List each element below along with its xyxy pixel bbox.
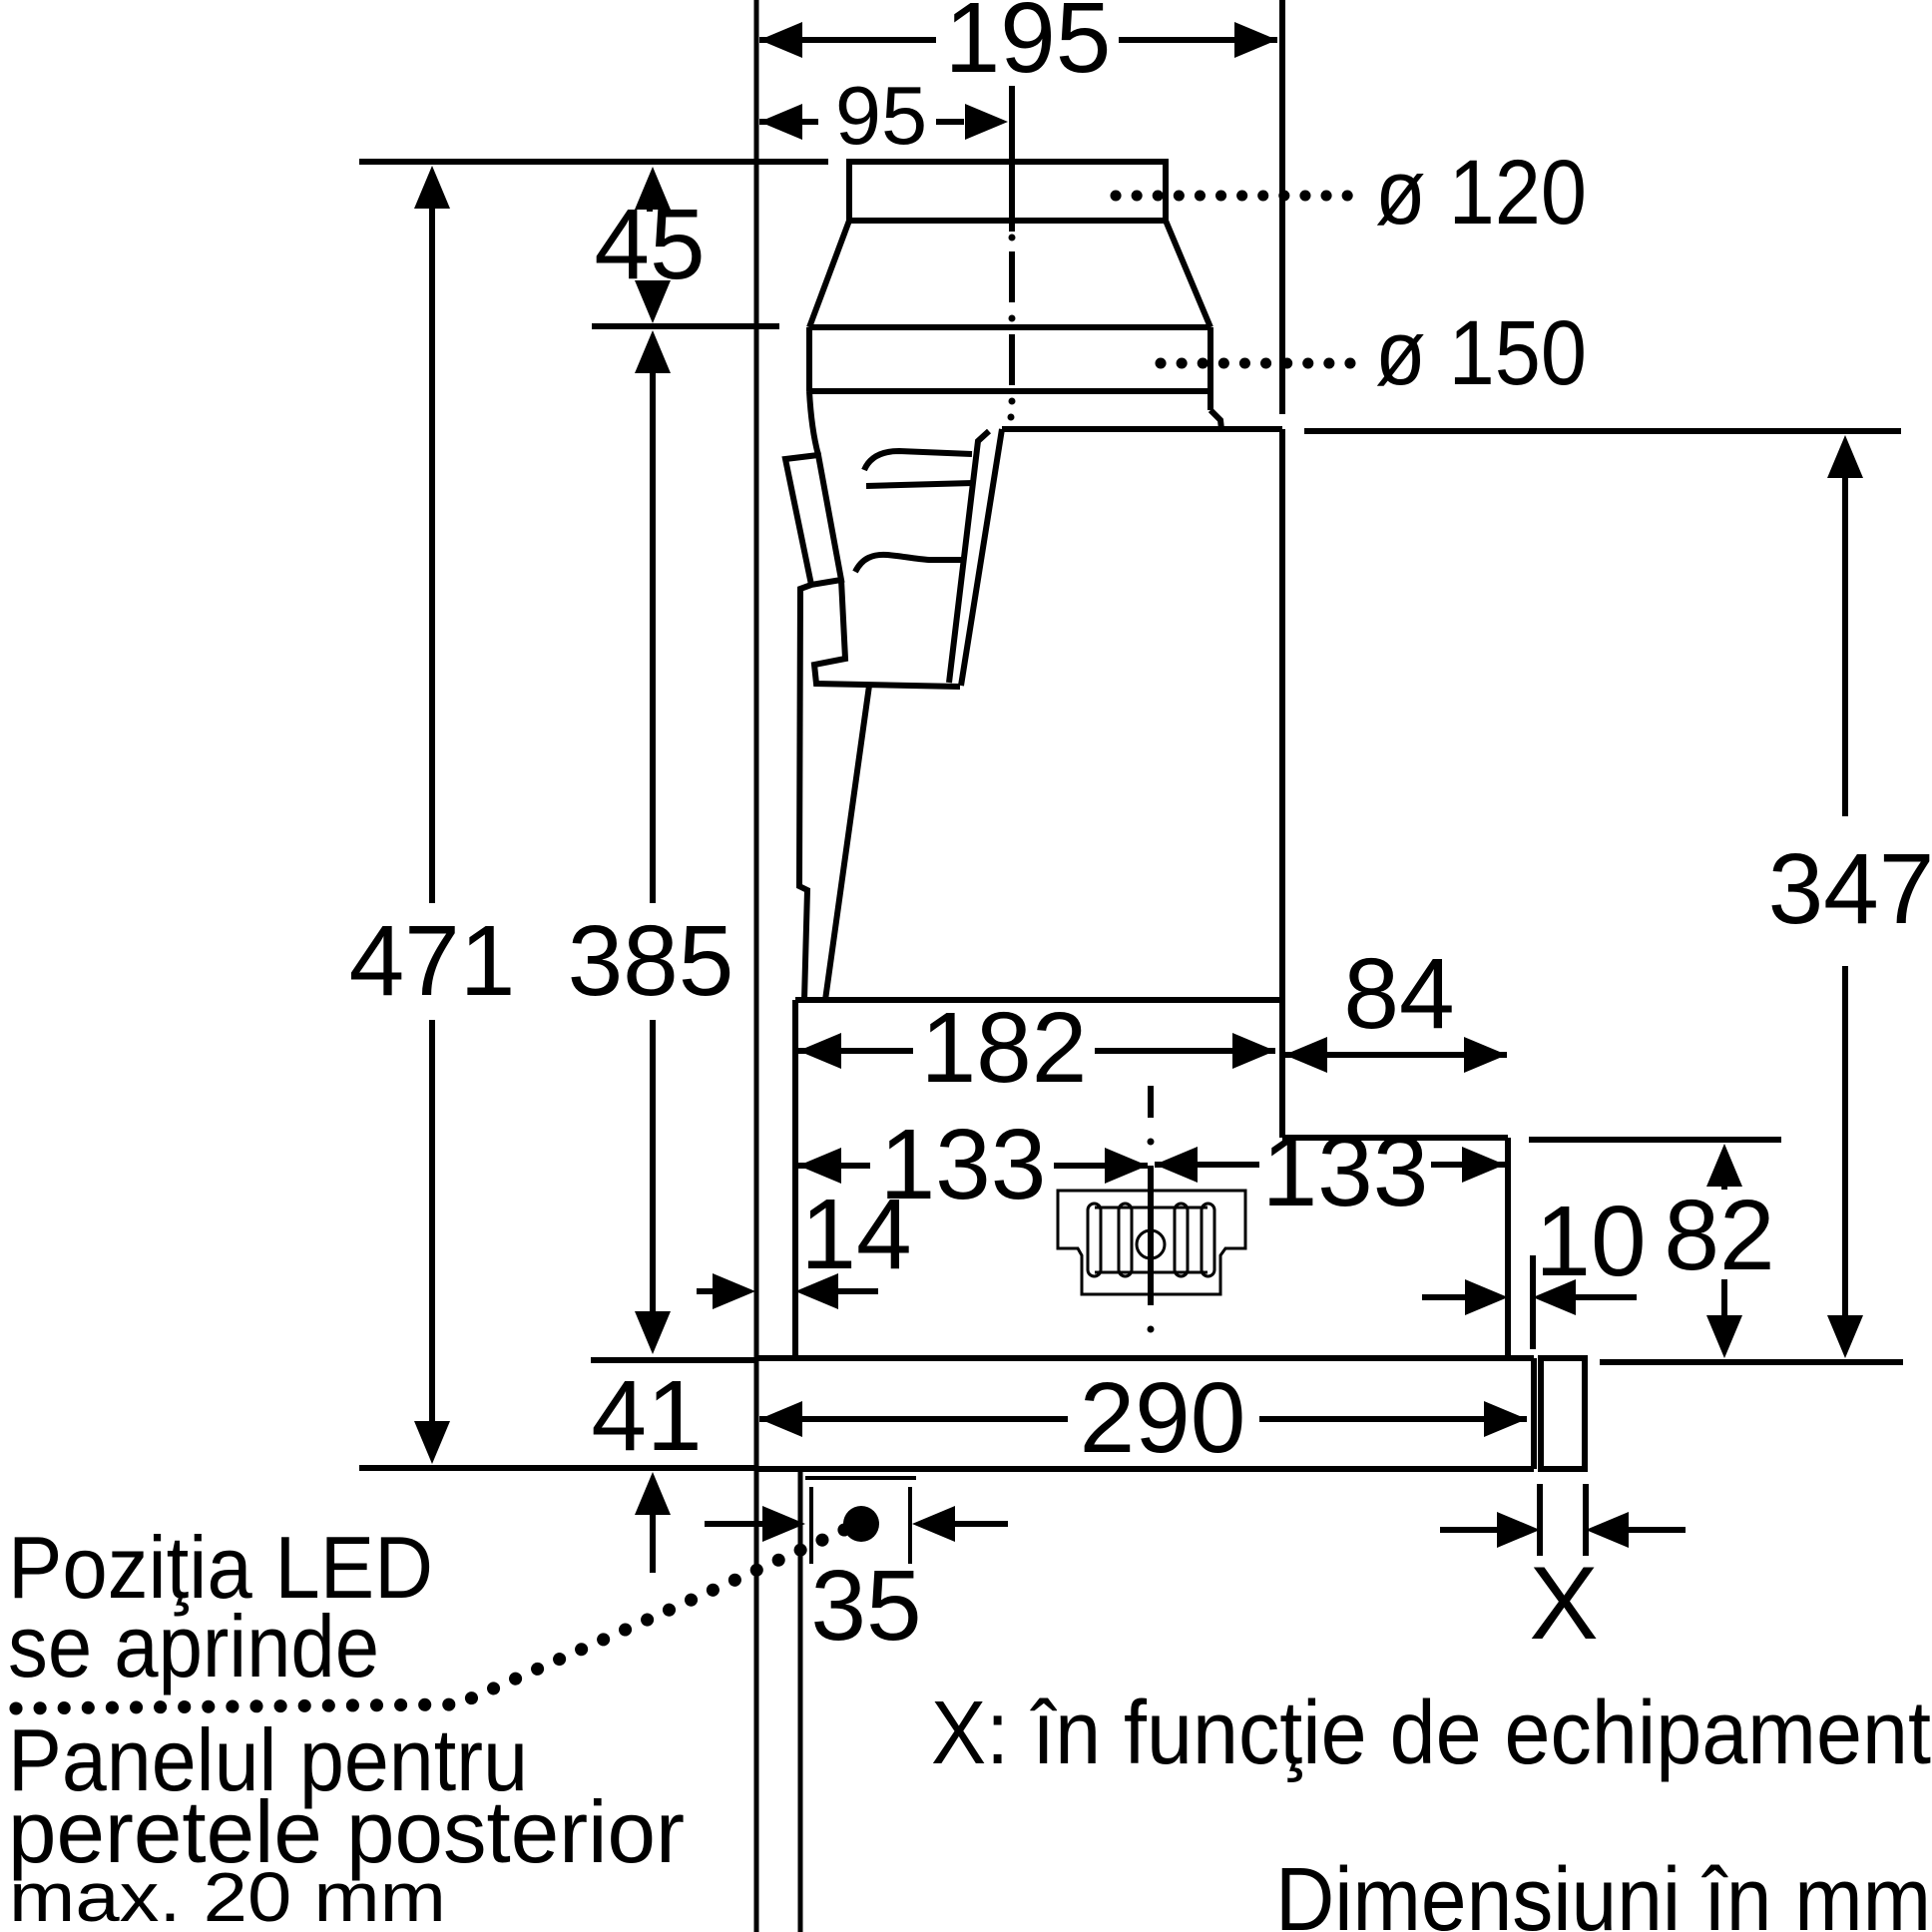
- svg-text:Panelul pentru: Panelul pentru: [8, 1710, 528, 1809]
- svg-text:82: 82: [1664, 1180, 1774, 1291]
- svg-text:10: 10: [1535, 1186, 1646, 1297]
- svg-text:133: 133: [1262, 1116, 1429, 1227]
- svg-text:385: 385: [568, 905, 734, 1017]
- svg-text:347: 347: [1768, 833, 1932, 945]
- svg-text:471: 471: [349, 905, 516, 1017]
- svg-text:133: 133: [880, 1109, 1047, 1220]
- svg-text:84: 84: [1343, 938, 1454, 1050]
- svg-text:14: 14: [800, 1179, 911, 1290]
- svg-text:Dimensiuni în mm: Dimensiuni în mm: [1275, 1850, 1931, 1932]
- svg-text:182: 182: [921, 992, 1088, 1104]
- svg-text:se aprinde: se aprinde: [8, 1597, 379, 1695]
- svg-text:35: 35: [810, 1550, 921, 1662]
- svg-text:41: 41: [591, 1360, 702, 1472]
- svg-text:peretele posterior: peretele posterior: [8, 1782, 685, 1881]
- svg-text:X: în funcţie de echipament: X: în funcţie de echipament: [931, 1684, 1931, 1783]
- svg-text:X: X: [1529, 1546, 1598, 1662]
- svg-text:max. 20 mm: max. 20 mm: [9, 1858, 446, 1932]
- svg-text:ø 150: ø 150: [1375, 302, 1587, 404]
- svg-text:195: 195: [945, 0, 1112, 94]
- svg-text:Poziţia LED: Poziţia LED: [8, 1518, 433, 1617]
- svg-text:95: 95: [835, 69, 927, 162]
- svg-text:290: 290: [1080, 1362, 1246, 1474]
- svg-text:ø 120: ø 120: [1375, 142, 1587, 243]
